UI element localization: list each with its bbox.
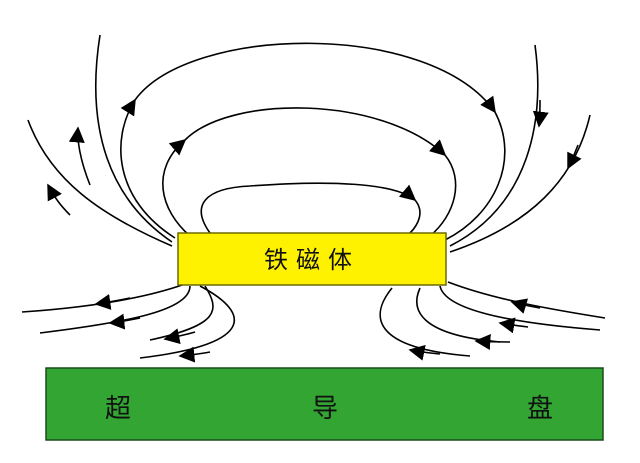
field-line-lower-left-1 — [21, 283, 186, 313]
field-line-right-outer-2 — [449, 114, 591, 253]
field-line-lower-right-3 — [416, 287, 501, 343]
disk-label-right: 盘 — [527, 394, 553, 424]
field-line-lower-right-2 — [439, 285, 601, 331]
field-line-lower-right-2-arrow — [498, 317, 529, 334]
ferromagnet-body — [177, 232, 447, 286]
field-line-lower-left-3 — [149, 285, 214, 341]
field-line-lower-left-3-arrow — [163, 328, 196, 345]
field-line-right-outer-1-arrow — [532, 99, 549, 128]
field-line-left-outer-1-arrow — [68, 126, 91, 186]
field-line-right-outer-2-arrow — [567, 144, 582, 170]
field-line-lower-left-2 — [39, 285, 191, 334]
disk-label-mid: 导 — [312, 394, 338, 424]
field-line-arc-medium-tail — [429, 154, 457, 237]
field-line-arc-small — [200, 182, 417, 234]
field-line-arc-small-tail — [409, 199, 421, 234]
field-line-lower-right-1 — [447, 281, 606, 319]
field-line-arc-large-tail — [444, 111, 506, 241]
superconducting-disk: 超 导 盘 — [45, 367, 604, 441]
disk-label-left: 超 — [105, 394, 131, 424]
field-line-arc-medium-top — [184, 107, 447, 157]
ferromagnet-label: 铁磁体 — [264, 246, 360, 274]
field-line-left-outer-1 — [94, 34, 173, 243]
field-line-lower-left-1-arrow — [94, 294, 131, 310]
magnetic-field-lines — [21, 34, 606, 363]
field-line-right-outer-1 — [449, 44, 539, 247]
field-line-lower-right-4-arrow — [408, 344, 441, 361]
field-line-left-outer-2 — [27, 119, 173, 247]
superconducting-disk-body — [45, 367, 604, 441]
field-line-arc-large-top — [134, 42, 496, 114]
field-line-lower-right-4 — [379, 287, 471, 357]
field-line-lower-right-3-arrow — [474, 334, 511, 351]
field-line-lower-left-2-arrow — [108, 313, 141, 330]
field-line-lower-left-4-arrow — [178, 346, 211, 363]
ferromagnet: 铁磁体 — [177, 232, 447, 286]
field-line-left-outer-2-arrow — [47, 183, 71, 216]
field-line-arc-large — [120, 98, 176, 239]
field-line-arc-medium — [162, 138, 191, 237]
field-line-lower-right-1-arrow — [510, 298, 541, 314]
field-line-lower-left-4 — [139, 285, 236, 359]
